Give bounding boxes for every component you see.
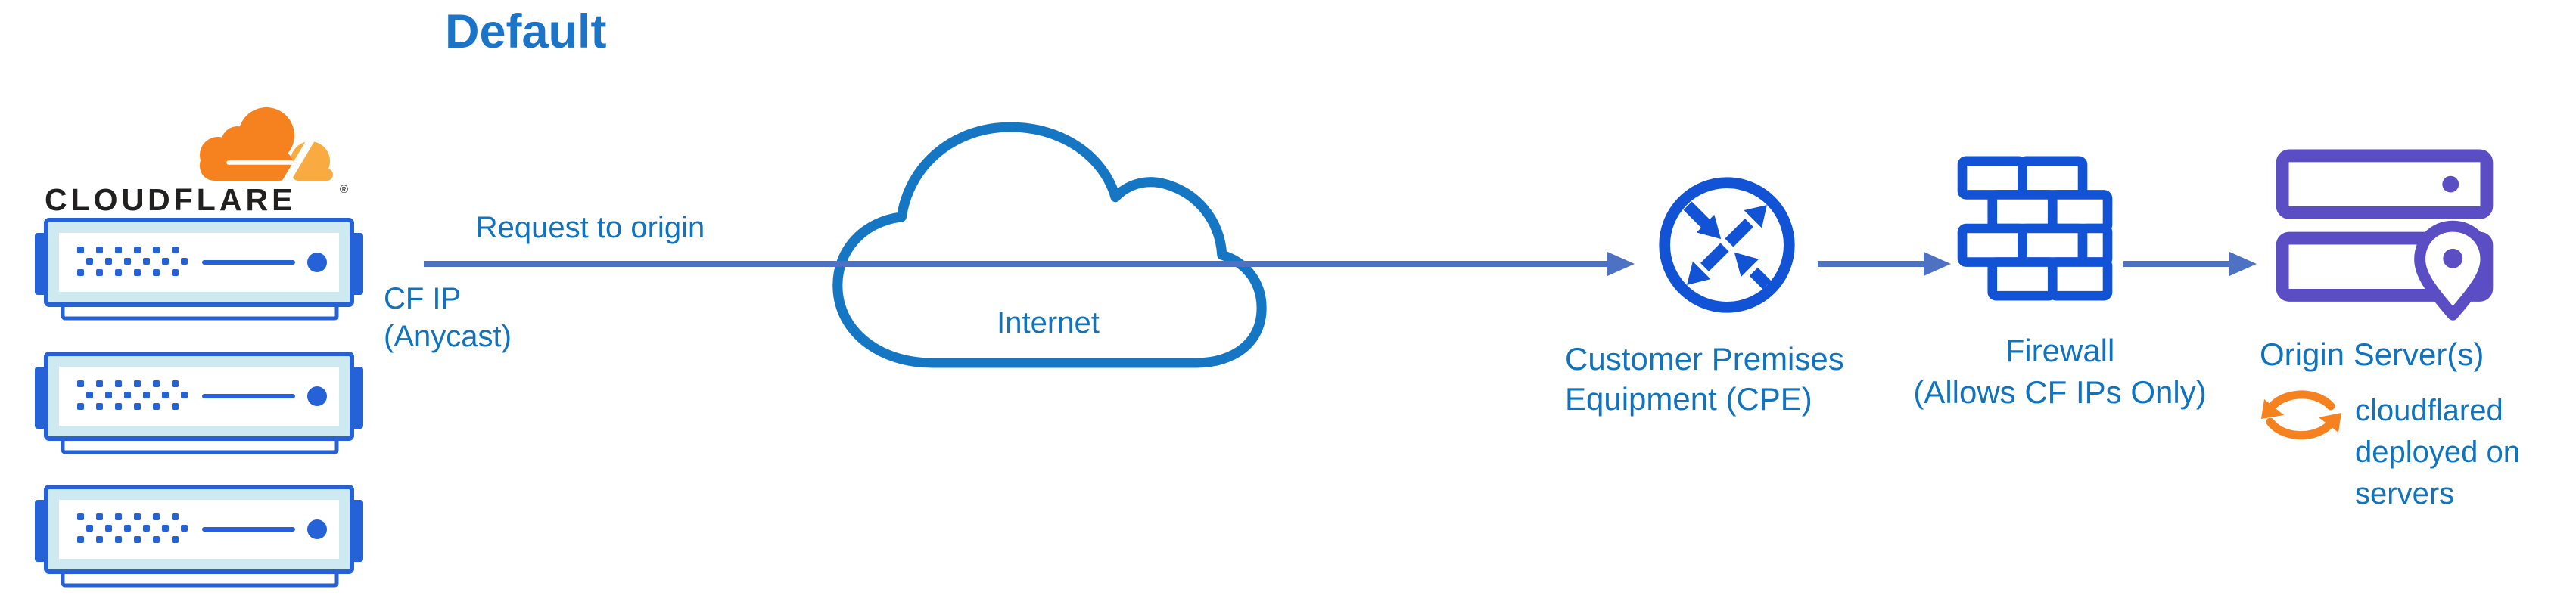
cloudflared-note-line1: cloudflared <box>2355 394 2503 427</box>
edge-server-icon <box>34 352 364 455</box>
firewall-label-line1: Firewall <box>2005 333 2115 368</box>
cloudflare-logo: CLOUDFLARE ® <box>45 107 348 217</box>
internet-cloud-icon <box>832 122 1267 368</box>
edge-server-icon <box>34 218 364 321</box>
registered-mark: ® <box>340 183 348 196</box>
cloudflared-note-line2: deployed on <box>2355 436 2520 469</box>
cloudflared-note: cloudflared deployed on servers <box>2355 390 2520 515</box>
cpe-label: Customer Premises Equipment (CPE) <box>1565 339 1844 419</box>
location-pin-icon <box>2414 220 2492 321</box>
cpe-router-icon <box>1659 177 1795 313</box>
edge-server-icon <box>34 485 364 588</box>
firewall-to-origin-arrow <box>2123 252 2257 276</box>
cf-ip-anycast-label: CF IP (Anycast) <box>384 280 512 355</box>
request-arrow <box>424 252 1635 276</box>
firewall-label: Firewall (Allows CF IPs Only) <box>1890 330 2229 413</box>
cf-ip-line1: CF IP <box>384 282 462 315</box>
internet-label: Internet <box>997 306 1100 340</box>
sync-arrows-icon <box>2261 390 2341 440</box>
cloudflare-cloud-icon <box>200 107 333 188</box>
cpe-label-line1: Customer Premises <box>1565 341 1844 377</box>
origin-server-label: Origin Server(s) <box>2260 336 2484 372</box>
firewall-brick-icon <box>1957 156 2113 301</box>
diagram-title: Default <box>445 5 607 58</box>
cpe-to-firewall-arrow <box>1818 252 1951 276</box>
request-to-origin-label: Request to origin <box>475 211 705 244</box>
firewall-label-line2: (Allows CF IPs Only) <box>1913 374 2207 410</box>
cloudflare-wordmark: CLOUDFLARE <box>45 182 296 217</box>
cf-ip-line2: (Anycast) <box>384 320 512 353</box>
cpe-label-line2: Equipment (CPE) <box>1565 381 1812 417</box>
cloudflared-note-line3: servers <box>2355 477 2455 510</box>
origin-server-icon <box>2276 149 2494 321</box>
